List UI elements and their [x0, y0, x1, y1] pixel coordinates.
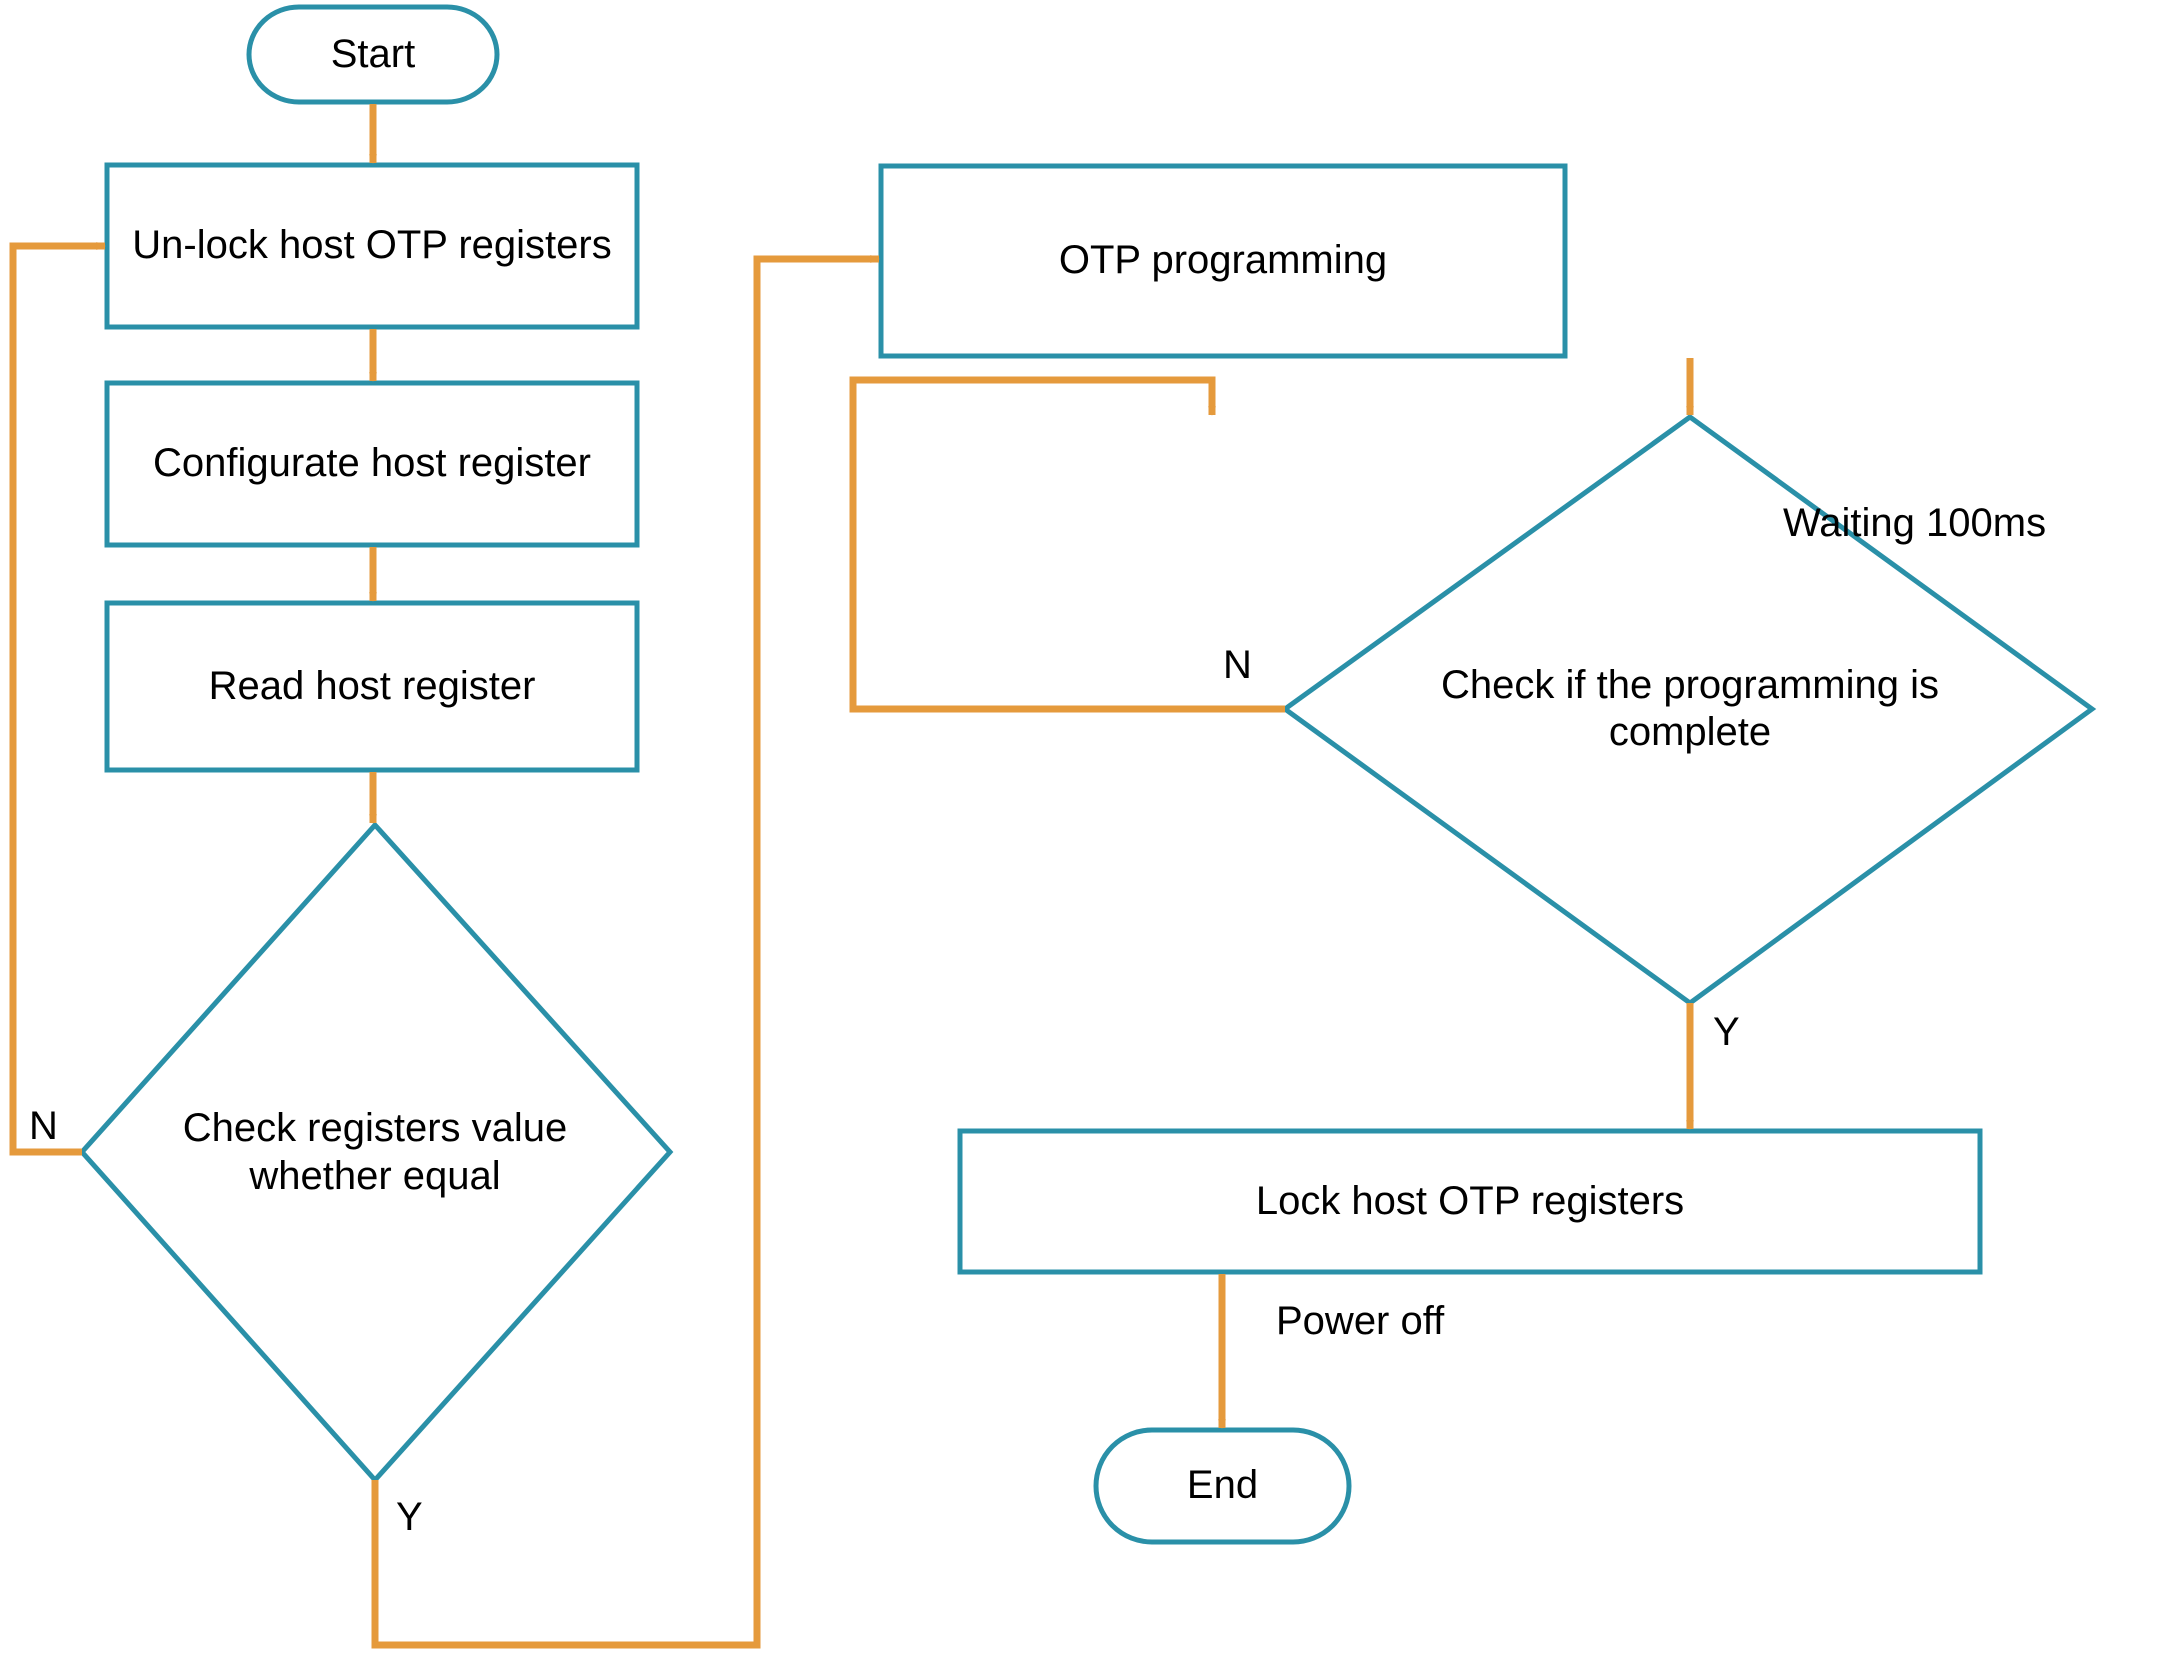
node-shape-start: [246, 4, 500, 105]
node-shape-read: [104, 600, 640, 773]
edge-label-check-done-no: N: [1223, 643, 1252, 687]
node-shape-otp-programming: [878, 163, 1568, 359]
edge-label-power-off: Power off: [1276, 1299, 1445, 1343]
node-shape-configurate: [104, 380, 640, 548]
edge-label-check-equal-no: N: [29, 1104, 58, 1148]
edge-label-check-equal-yes: Y: [396, 1495, 423, 1539]
edge-check-done-no-to-otp: [849, 376, 1285, 713]
edge-check-equal-yes-to-otp: [371, 255, 880, 1649]
edge-label-waiting: Waiting 100ms: [1783, 501, 2047, 545]
edge-check-equal-no-to-unlock: [9, 242, 106, 1156]
node-shape-lock: [957, 1128, 1983, 1275]
node-shape-end: [1093, 1427, 1352, 1545]
node-shape-check-equal: [78, 821, 674, 1484]
edge-label-check-done-yes: Y: [1713, 1010, 1740, 1054]
node-shape-unlock: [104, 162, 640, 330]
